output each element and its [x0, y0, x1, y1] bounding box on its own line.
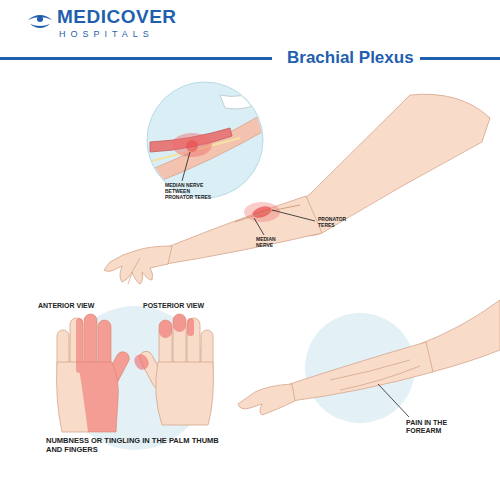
posterior-numb-tips — [132, 314, 194, 372]
illustration-shape — [148, 138, 240, 162]
symptom-label: PAIN IN THE FOREARM — [406, 419, 468, 435]
view-label: ANTERIOR VIEW — [38, 302, 94, 310]
header-rule — [420, 57, 500, 60]
inset-detail — [148, 88, 275, 184]
inset-border — [147, 82, 263, 198]
illustration-shape — [172, 133, 212, 157]
callout-label: MEDIAN NERVE BETWEEN PRONATOR TERES — [165, 183, 217, 200]
illustration-shape — [78, 362, 118, 432]
illustration-shape — [173, 314, 186, 332]
leader-line — [378, 384, 409, 417]
posterior-hand — [137, 314, 213, 425]
illustration-shape — [330, 360, 410, 380]
header-rule — [0, 57, 272, 60]
leader-line — [272, 210, 315, 221]
illustration-shape — [291, 94, 490, 236]
illustration-shape — [104, 246, 172, 284]
illustration-shape — [187, 318, 194, 336]
illustration-shape — [238, 384, 295, 415]
arm-bottom — [238, 300, 500, 415]
illustration-shape — [30, 24, 50, 28]
callout-label: PRONATOR TERES — [318, 217, 354, 229]
anterior-numb-area — [76, 314, 132, 432]
nerve-line — [235, 205, 300, 222]
logo-icon — [28, 15, 52, 28]
leader-line — [182, 152, 190, 181]
illustration-shape — [220, 88, 268, 109]
illustration-shape — [166, 196, 322, 264]
view-label: POSTERIOR VIEW — [143, 302, 204, 310]
pain-glow — [244, 202, 280, 222]
illustration-shape — [132, 352, 151, 372]
anterior-hand — [57, 314, 132, 432]
logo-subtitle: HOSPITALS — [59, 29, 154, 39]
page-title: Brachial Plexus — [283, 48, 418, 68]
illustration-shape — [186, 140, 198, 152]
illustration-shape — [128, 258, 140, 284]
illustration-shape — [37, 16, 43, 22]
illustration-shape — [150, 110, 275, 184]
leader-line — [254, 218, 264, 235]
illustration-shape — [290, 342, 433, 401]
illustration-shape — [156, 362, 214, 425]
illustration-shape — [57, 362, 119, 432]
logo-wordmark: MEDICOVER — [57, 6, 177, 28]
callout-label: MEDIAN NERVE — [256, 237, 286, 249]
illustration-shape — [159, 320, 172, 338]
pain-spot — [251, 204, 273, 220]
symptom-label: NUMBNESS OR TINGLING IN THE PALM THUMB A… — [46, 437, 226, 454]
